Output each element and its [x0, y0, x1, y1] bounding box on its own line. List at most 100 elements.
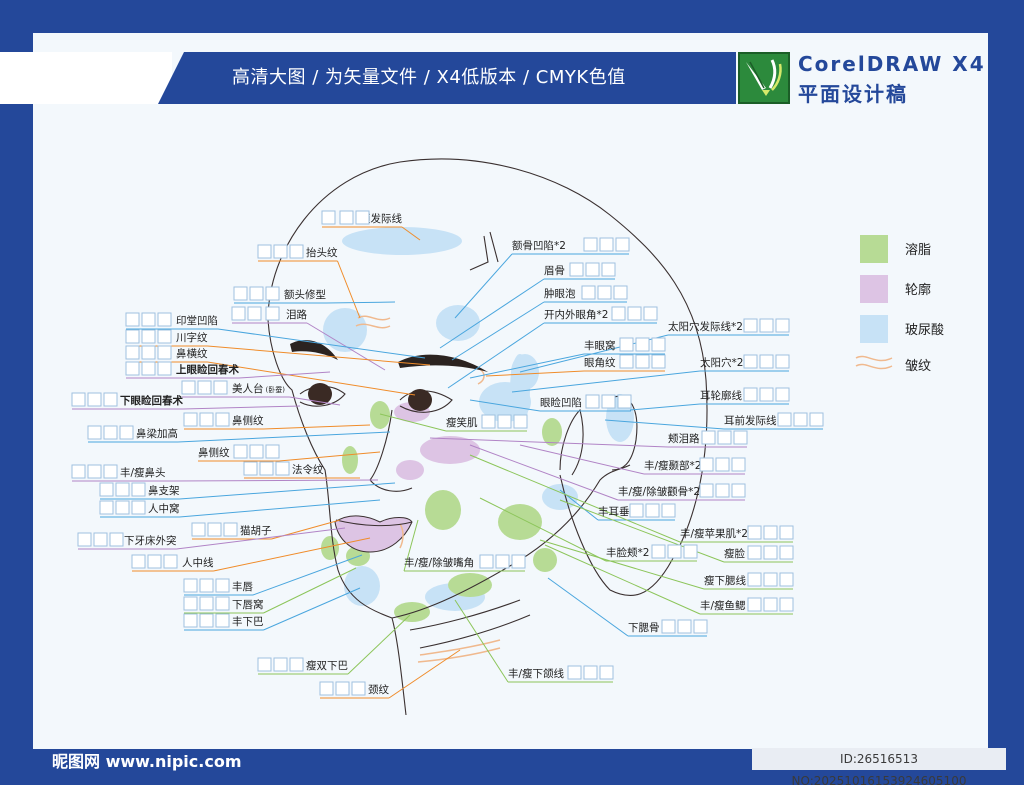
annotation-checkbox[interactable]	[213, 380, 228, 395]
annotation-checkbox[interactable]	[249, 444, 264, 459]
annotation-checkbox[interactable]	[495, 554, 510, 569]
annotation-checkbox[interactable]	[619, 337, 634, 352]
annotation-checkbox[interactable]	[157, 312, 172, 327]
annotation-checkbox[interactable]	[103, 392, 118, 407]
annotation-checkbox[interactable]	[321, 210, 336, 225]
annotation-checkbox[interactable]	[265, 306, 280, 321]
annotation-checkbox[interactable]	[131, 500, 146, 515]
annotation-checkbox[interactable]	[103, 425, 118, 440]
annotation-checkbox[interactable]	[599, 665, 614, 680]
annotation-checkbox[interactable]	[583, 665, 598, 680]
annotation-checkbox[interactable]	[511, 554, 526, 569]
annotation-checkbox[interactable]	[743, 318, 758, 333]
annotation-checkbox[interactable]	[141, 345, 156, 360]
annotation-checkbox[interactable]	[141, 361, 156, 376]
annotation-checkbox[interactable]	[775, 387, 790, 402]
annotation-checkbox[interactable]	[759, 354, 774, 369]
annotation-checkbox[interactable]	[125, 361, 140, 376]
annotation-checkbox[interactable]	[351, 681, 366, 696]
annotation-checkbox[interactable]	[131, 554, 146, 569]
annotation-checkbox[interactable]	[157, 329, 172, 344]
annotation-checkbox[interactable]	[99, 500, 114, 515]
annotation-checkbox[interactable]	[247, 306, 262, 321]
annotation-checkbox[interactable]	[131, 482, 146, 497]
annotation-checkbox[interactable]	[259, 461, 274, 476]
annotation-checkbox[interactable]	[601, 394, 616, 409]
annotation-checkbox[interactable]	[733, 430, 748, 445]
annotation-checkbox[interactable]	[701, 430, 716, 445]
annotation-checkbox[interactable]	[759, 318, 774, 333]
annotation-checkbox[interactable]	[763, 525, 778, 540]
annotation-checkbox[interactable]	[319, 681, 334, 696]
annotation-checkbox[interactable]	[567, 665, 582, 680]
annotation-checkbox[interactable]	[759, 387, 774, 402]
annotation-checkbox[interactable]	[763, 572, 778, 587]
annotation-checkbox[interactable]	[257, 244, 272, 259]
annotation-checkbox[interactable]	[597, 285, 612, 300]
annotation-checkbox[interactable]	[599, 237, 614, 252]
annotation-checkbox[interactable]	[715, 457, 730, 472]
annotation-checkbox[interactable]	[233, 444, 248, 459]
annotation-checkbox[interactable]	[71, 464, 86, 479]
annotation-checkbox[interactable]	[163, 554, 178, 569]
annotation-checkbox[interactable]	[199, 596, 214, 611]
annotation-checkbox[interactable]	[779, 525, 794, 540]
annotation-checkbox[interactable]	[231, 306, 246, 321]
annotation-checkbox[interactable]	[699, 457, 714, 472]
annotation-checkbox[interactable]	[207, 522, 222, 537]
annotation-checkbox[interactable]	[779, 572, 794, 587]
annotation-checkbox[interactable]	[661, 619, 676, 634]
annotation-checkbox[interactable]	[809, 412, 824, 427]
annotation-checkbox[interactable]	[199, 613, 214, 628]
annotation-checkbox[interactable]	[87, 464, 102, 479]
annotation-checkbox[interactable]	[581, 285, 596, 300]
annotation-checkbox[interactable]	[141, 329, 156, 344]
annotation-checkbox[interactable]	[243, 461, 258, 476]
annotation-checkbox[interactable]	[223, 522, 238, 537]
annotation-checkbox[interactable]	[583, 237, 598, 252]
annotation-checkbox[interactable]	[183, 412, 198, 427]
annotation-checkbox[interactable]	[197, 380, 212, 395]
annotation-checkbox[interactable]	[613, 285, 628, 300]
annotation-checkbox[interactable]	[619, 354, 634, 369]
annotation-checkbox[interactable]	[257, 657, 272, 672]
annotation-checkbox[interactable]	[71, 392, 86, 407]
annotation-checkbox[interactable]	[481, 414, 496, 429]
annotation-checkbox[interactable]	[77, 532, 92, 547]
annotation-checkbox[interactable]	[289, 657, 304, 672]
annotation-checkbox[interactable]	[779, 597, 794, 612]
annotation-checkbox[interactable]	[215, 596, 230, 611]
annotation-checkbox[interactable]	[183, 596, 198, 611]
annotation-checkbox[interactable]	[763, 545, 778, 560]
annotation-checkbox[interactable]	[215, 412, 230, 427]
annotation-checkbox[interactable]	[747, 545, 762, 560]
annotation-checkbox[interactable]	[183, 613, 198, 628]
annotation-checkbox[interactable]	[743, 354, 758, 369]
annotation-checkbox[interactable]	[775, 318, 790, 333]
annotation-checkbox[interactable]	[747, 525, 762, 540]
annotation-checkbox[interactable]	[181, 380, 196, 395]
annotation-checkbox[interactable]	[115, 482, 130, 497]
annotation-checkbox[interactable]	[793, 412, 808, 427]
annotation-checkbox[interactable]	[627, 306, 642, 321]
annotation-checkbox[interactable]	[233, 286, 248, 301]
annotation-checkbox[interactable]	[99, 482, 114, 497]
annotation-checkbox[interactable]	[265, 444, 280, 459]
annotation-checkbox[interactable]	[125, 329, 140, 344]
annotation-checkbox[interactable]	[645, 503, 660, 518]
annotation-checkbox[interactable]	[273, 244, 288, 259]
annotation-checkbox[interactable]	[249, 286, 264, 301]
annotation-checkbox[interactable]	[585, 394, 600, 409]
annotation-checkbox[interactable]	[335, 681, 350, 696]
annotation-checkbox[interactable]	[93, 532, 108, 547]
annotation-checkbox[interactable]	[693, 619, 708, 634]
annotation-checkbox[interactable]	[289, 244, 304, 259]
annotation-checkbox[interactable]	[611, 306, 626, 321]
annotation-checkbox[interactable]	[643, 306, 658, 321]
annotation-checkbox[interactable]	[677, 619, 692, 634]
annotation-checkbox[interactable]	[103, 464, 118, 479]
annotation-checkbox[interactable]	[743, 387, 758, 402]
annotation-checkbox[interactable]	[651, 337, 666, 352]
annotation-checkbox[interactable]	[569, 262, 584, 277]
annotation-checkbox[interactable]	[651, 544, 666, 559]
